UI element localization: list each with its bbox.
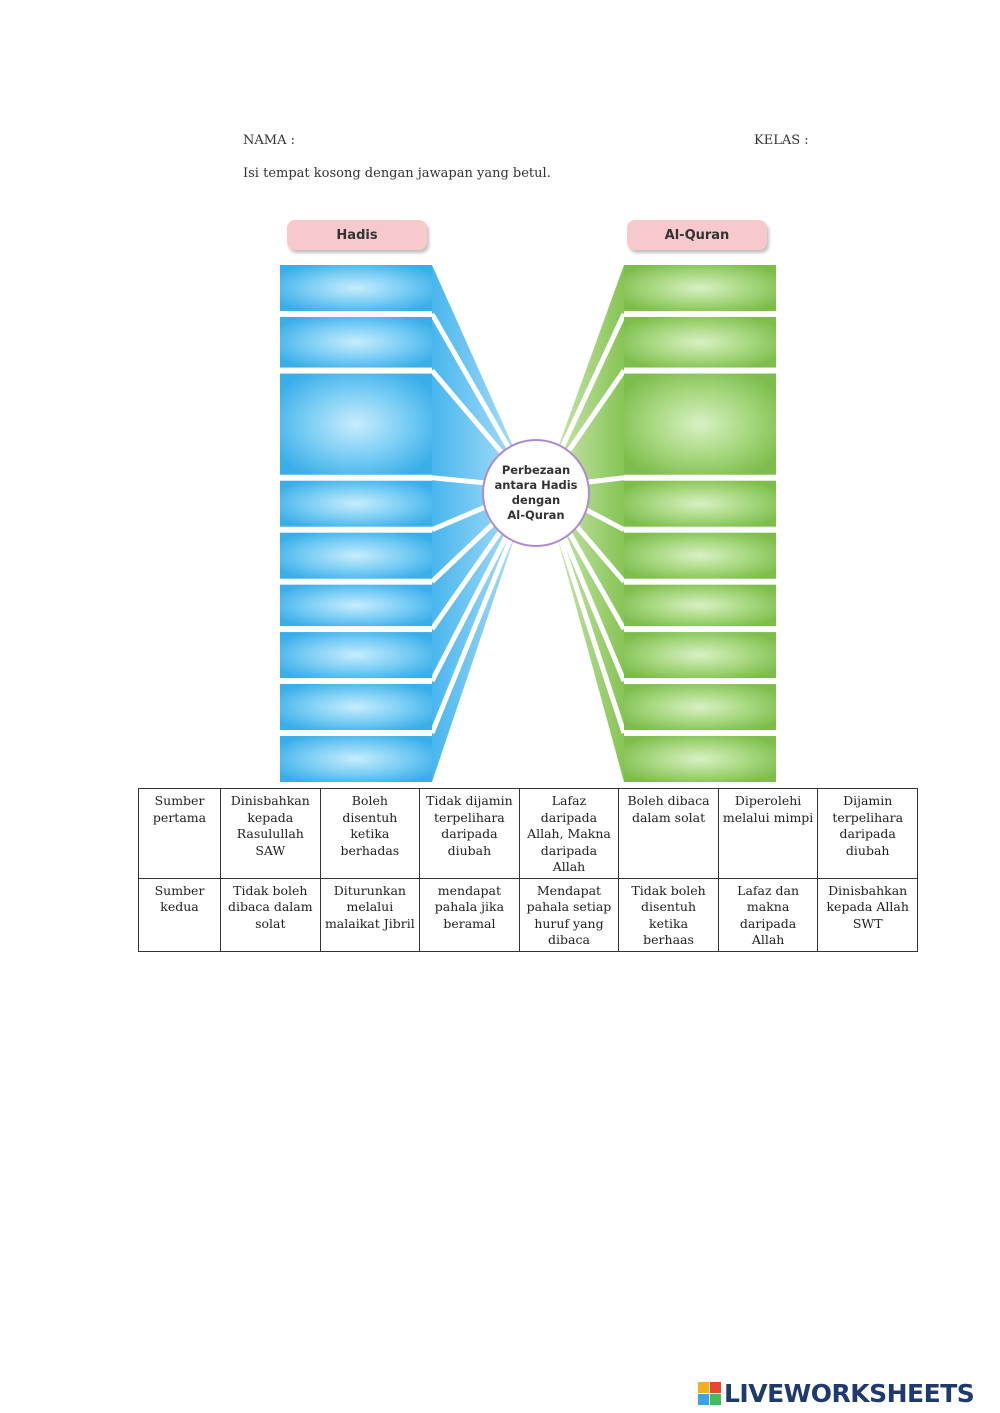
al-quran-answer-slot-6[interactable] (624, 585, 776, 626)
option-card[interactable]: Dijamin terpelihara daripada diubah (817, 788, 918, 879)
hadis-side (280, 265, 519, 782)
option-card[interactable]: Lafaz daripada Allah, Makna daripada All… (518, 788, 620, 879)
hadis-answer-slot-6[interactable] (280, 585, 432, 626)
al-quran-blank-box-9 (624, 736, 776, 782)
al-quran-spoke-line (553, 312, 627, 462)
hadis-title-pill: Hadis (287, 220, 427, 250)
table-row: Sumber pertama Dinisbahkan kepada Rasulu… (138, 788, 918, 879)
comparison-diagram (280, 265, 776, 782)
al-quran-spoke-line (553, 516, 627, 682)
al-quran-spoke-line (553, 524, 627, 734)
hadis-blank-box-3 (280, 373, 432, 475)
option-card[interactable]: Tidak dijamin terpelihara daripada diuba… (419, 788, 520, 879)
liveworksheets-logo-icon (698, 1381, 721, 1405)
instruction-text: Isi tempat kosong dengan jawapan yang be… (243, 166, 551, 181)
hadis-spoke-line (429, 524, 519, 734)
option-card[interactable]: Tidak boleh dibaca dalam solat (220, 877, 321, 953)
hadis-answer-slot-9[interactable] (280, 736, 432, 782)
class-label: KELAS : (754, 133, 809, 148)
hadis-answer-slot-1[interactable] (280, 265, 432, 311)
brand-name: LIVEWORKSHEETS (724, 1378, 975, 1408)
al-quran-answer-slot-4[interactable] (624, 481, 776, 527)
al-quran-blank-box-5 (624, 532, 776, 579)
liveworksheets-logo: LIVEWORKSHEETS (698, 1378, 975, 1408)
option-card[interactable]: Mendapat pahala setiap huruf yang dibaca (518, 877, 620, 953)
hadis-blank-box-4 (280, 480, 432, 527)
hadis-spoke-line (429, 516, 519, 683)
hadis-title: Hadis (336, 227, 378, 243)
hub-line-3: dengan (511, 493, 561, 507)
hadis-answer-slot-5[interactable] (280, 533, 432, 579)
al-quran-answer-slot-7[interactable] (624, 632, 776, 678)
al-quran-answer-slot-8[interactable] (624, 684, 776, 730)
hadis-answer-slot-8[interactable] (280, 684, 432, 730)
al-quran-blank-box-7 (624, 632, 776, 679)
row-label: Sumber pertama (138, 788, 221, 879)
name-label: NAMA : (243, 133, 295, 148)
table-row: Sumber kedua Tidak boleh dibaca dalam so… (138, 877, 918, 953)
option-card[interactable]: Diturunkan melalui malaikat Jibril (319, 877, 421, 953)
option-card[interactable]: Dinisbahkan kepada Allah SWT (817, 877, 918, 953)
hadis-blank-box-2 (280, 316, 432, 368)
option-card[interactable]: Boleh disentuh ketika berhadas (319, 788, 421, 879)
al-quran-answer-slot-1[interactable] (624, 265, 776, 311)
hub-line-2: antara Hadis (494, 478, 578, 492)
option-card[interactable]: Diperolehi melalui mimpi (717, 788, 819, 879)
hadis-answer-slot-3[interactable] (280, 374, 432, 475)
al-quran-answer-slot-9[interactable] (624, 736, 776, 782)
option-card[interactable]: Tidak boleh disentuh ketika berhaas (618, 877, 719, 953)
hadis-blank-box-9 (280, 736, 432, 782)
al-quran-answer-slot-5[interactable] (624, 533, 776, 579)
hadis-blank-box-8 (280, 684, 432, 731)
al-quran-title-pill: Al-Quran (627, 220, 767, 250)
hadis-answer-slot-7[interactable] (280, 632, 432, 678)
hadis-blank-box-7 (280, 632, 432, 679)
hadis-blank-box-1 (280, 265, 432, 311)
al-quran-blank-box-8 (624, 684, 776, 731)
hub-line-4: Al-Quran (507, 508, 565, 522)
hadis-blank-box-6 (280, 584, 432, 627)
al-quran-answer-slot-3[interactable] (624, 374, 776, 475)
hadis-blank-box-5 (280, 532, 432, 579)
al-quran-title: Al-Quran (664, 227, 730, 243)
answer-options-table: Sumber pertama Dinisbahkan kepada Rasulu… (138, 788, 918, 953)
center-hub: Perbezaan antara Hadis dengan Al-Quran (482, 439, 590, 547)
option-card[interactable]: mendapat pahala jika beramal (419, 877, 520, 953)
al-quran-blank-box-1 (624, 265, 776, 311)
hub-line-1: Perbezaan (501, 463, 571, 477)
hadis-spoke-line (429, 312, 519, 462)
option-card[interactable]: Lafaz dan makna daripada Allah (717, 877, 819, 953)
option-card[interactable]: Boleh dibaca dalam solat (618, 788, 719, 879)
option-card[interactable]: Dinisbahkan kepada Rasulullah SAW (220, 788, 321, 879)
row-label: Sumber kedua (138, 877, 221, 953)
al-quran-blank-box-3 (624, 373, 776, 475)
hadis-answer-slot-4[interactable] (280, 481, 432, 527)
al-quran-answer-slot-2[interactable] (624, 317, 776, 368)
al-quran-blank-box-4 (624, 480, 776, 527)
al-quran-blank-box-2 (624, 316, 776, 368)
al-quran-blank-box-6 (624, 584, 776, 627)
hadis-answer-slot-2[interactable] (280, 317, 432, 368)
